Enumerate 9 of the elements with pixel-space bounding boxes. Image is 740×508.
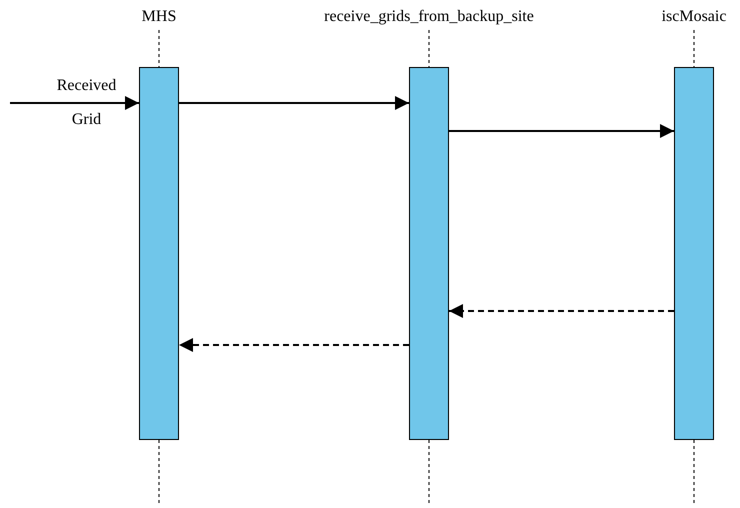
message-arrow — [179, 96, 409, 110]
return-arrow — [179, 338, 409, 352]
message-label: Received Grid — [56, 76, 118, 130]
participant-name: iscMosaic — [662, 8, 726, 26]
participant-name: MHS — [142, 8, 176, 26]
return-arrow — [449, 304, 674, 318]
message-arrow — [449, 124, 674, 138]
participant-name: receive_grids_from_backup_site — [324, 8, 534, 26]
message-arrow — [10, 96, 139, 110]
